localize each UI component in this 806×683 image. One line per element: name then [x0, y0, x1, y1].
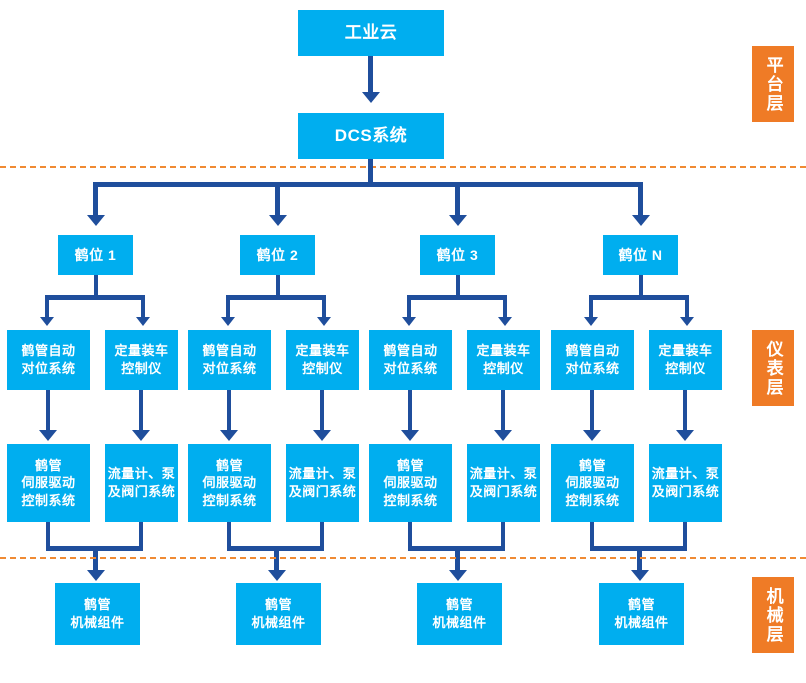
arrowhead-station-4-right	[680, 317, 694, 326]
connector-station-3-right	[503, 295, 507, 319]
node-station-3[interactable]: 鹤位 3	[420, 235, 495, 275]
arrowhead-instrument-2-b-down	[313, 430, 331, 441]
connector-merge-4-down	[637, 546, 642, 572]
layer-tag-platform: 平台层	[752, 46, 794, 122]
node-driver-1-b[interactable]: 流量计、泵 及阀门系统	[105, 444, 178, 522]
arrowhead-instrument-1-a-down	[39, 430, 57, 441]
arrowhead-cloud-to-dcs	[362, 92, 380, 103]
layer-tag-mechanical: 机械层	[752, 577, 794, 653]
connector-station-3-left	[407, 295, 411, 319]
connector-instrument-1-b-down	[139, 390, 143, 433]
node-industrial-cloud[interactable]: 工业云	[298, 10, 444, 56]
arrowhead-instrument-4-a-down	[583, 430, 601, 441]
connector-driver-3-a-down	[408, 522, 412, 550]
node-mechanical-1[interactable]: 鹤管 机械组件	[55, 583, 140, 645]
arrowhead-station-3-left	[402, 317, 416, 326]
node-instrument-4-b[interactable]: 定量装车 控制仪	[649, 330, 722, 390]
connector-instrument-3-b-down	[501, 390, 505, 433]
divider-instrument-mechanical	[0, 557, 806, 559]
connector-driver-3-b-down	[501, 522, 505, 550]
node-dcs-system[interactable]: DCS系统	[298, 113, 444, 159]
arrowhead-station-2-right	[317, 317, 331, 326]
node-driver-4-a[interactable]: 鹤管 伺服驱动 控制系统	[551, 444, 634, 522]
node-instrument-1-a[interactable]: 鹤管自动 对位系统	[7, 330, 90, 390]
node-instrument-2-a[interactable]: 鹤管自动 对位系统	[188, 330, 271, 390]
node-station-2[interactable]: 鹤位 2	[240, 235, 315, 275]
connector-bus-to-station-2	[275, 182, 280, 217]
node-instrument-4-a[interactable]: 鹤管自动 对位系统	[551, 330, 634, 390]
connector-bus-to-station-4	[638, 182, 643, 217]
connector-driver-1-a-down	[46, 522, 50, 550]
arrowhead-merge-2-down	[268, 570, 286, 581]
connector-station-4-right	[685, 295, 689, 319]
node-instrument-1-b[interactable]: 定量装车 控制仪	[105, 330, 178, 390]
arrowhead-instrument-3-a-down	[401, 430, 419, 441]
connector-merge-2-down	[274, 546, 279, 572]
connector-station-2-right	[322, 295, 326, 319]
layer-tag-instrument: 仪表层	[752, 330, 794, 406]
node-station-1[interactable]: 鹤位 1	[58, 235, 133, 275]
node-instrument-3-a[interactable]: 鹤管自动 对位系统	[369, 330, 452, 390]
connector-driver-1-b-down	[139, 522, 143, 550]
connector-merge-1-down	[93, 546, 98, 572]
arrowhead-bus-to-station-3	[449, 215, 467, 226]
node-driver-1-a[interactable]: 鹤管 伺服驱动 控制系统	[7, 444, 90, 522]
connector-driver-2-b-down	[320, 522, 324, 550]
splitter-station-4	[589, 295, 689, 300]
node-driver-3-a[interactable]: 鹤管 伺服驱动 控制系统	[369, 444, 452, 522]
node-driver-3-b[interactable]: 流量计、泵 及阀门系统	[467, 444, 540, 522]
splitter-station-1	[45, 295, 145, 300]
divider-platform-instrument	[0, 166, 806, 168]
arrowhead-station-2-left	[221, 317, 235, 326]
arrowhead-instrument-3-b-down	[494, 430, 512, 441]
connector-station-4-down	[639, 275, 643, 297]
connector-station-2-down	[276, 275, 280, 297]
arrowhead-merge-3-down	[449, 570, 467, 581]
node-instrument-3-b[interactable]: 定量装车 控制仪	[467, 330, 540, 390]
connector-merge-3-down	[455, 546, 460, 572]
connector-instrument-2-b-down	[320, 390, 324, 433]
arrowhead-station-4-left	[584, 317, 598, 326]
connector-station-3-down	[456, 275, 460, 297]
connector-driver-4-a-down	[590, 522, 594, 550]
node-driver-4-b[interactable]: 流量计、泵 及阀门系统	[649, 444, 722, 522]
node-driver-2-a[interactable]: 鹤管 伺服驱动 控制系统	[188, 444, 271, 522]
connector-driver-2-a-down	[227, 522, 231, 550]
arrowhead-bus-to-station-4	[632, 215, 650, 226]
connector-instrument-2-a-down	[227, 390, 231, 433]
connector-instrument-1-a-down	[46, 390, 50, 433]
arrowhead-station-1-left	[40, 317, 54, 326]
node-mechanical-2[interactable]: 鹤管 机械组件	[236, 583, 321, 645]
connector-instrument-3-a-down	[408, 390, 412, 433]
arrowhead-instrument-1-b-down	[132, 430, 150, 441]
connector-station-1-left	[45, 295, 49, 319]
arrowhead-bus-to-station-2	[269, 215, 287, 226]
arrowhead-station-3-right	[498, 317, 512, 326]
node-mechanical-4[interactable]: 鹤管 机械组件	[599, 583, 684, 645]
connector-station-2-left	[226, 295, 230, 319]
connector-station-1-down	[94, 275, 98, 297]
connector-station-4-left	[589, 295, 593, 319]
node-mechanical-3[interactable]: 鹤管 机械组件	[417, 583, 502, 645]
connector-cloud-to-dcs	[368, 56, 373, 94]
connector-station-1-right	[141, 295, 145, 319]
arrowhead-bus-to-station-1	[87, 215, 105, 226]
node-driver-2-b[interactable]: 流量计、泵 及阀门系统	[286, 444, 359, 522]
connector-bus-to-station-3	[455, 182, 460, 217]
arrowhead-merge-1-down	[87, 570, 105, 581]
connector-instrument-4-b-down	[683, 390, 687, 433]
connector-bus-to-station-1	[93, 182, 98, 217]
arrowhead-merge-4-down	[631, 570, 649, 581]
splitter-station-3	[407, 295, 507, 300]
connector-driver-4-b-down	[683, 522, 687, 550]
connector-dcs-down	[368, 159, 373, 184]
node-instrument-2-b[interactable]: 定量装车 控制仪	[286, 330, 359, 390]
arrowhead-instrument-4-b-down	[676, 430, 694, 441]
splitter-station-2	[226, 295, 326, 300]
node-station-4[interactable]: 鹤位 N	[603, 235, 678, 275]
bus-dcs-to-stations	[93, 182, 643, 187]
arrowhead-instrument-2-a-down	[220, 430, 238, 441]
connector-instrument-4-a-down	[590, 390, 594, 433]
arrowhead-station-1-right	[136, 317, 150, 326]
